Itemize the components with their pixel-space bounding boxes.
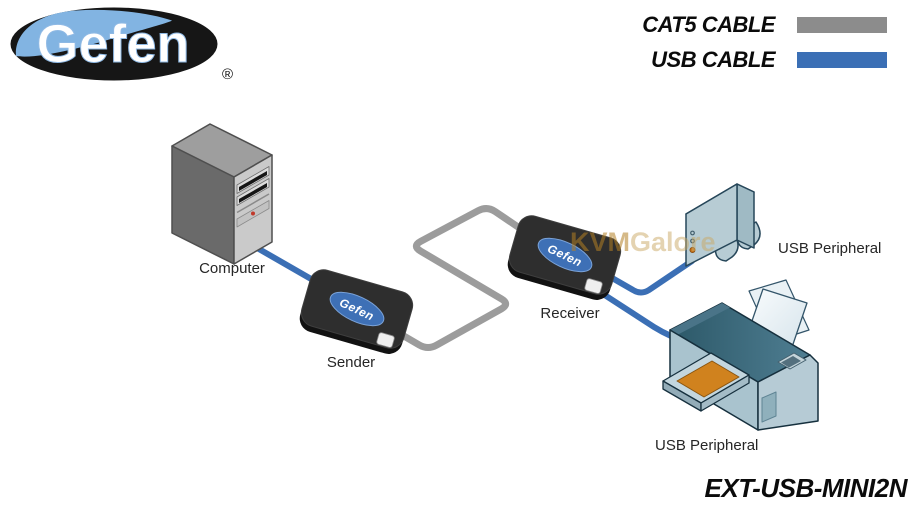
usb-cable-receiver-to-drive [583,258,695,296]
gefen-logo-text: Gefen [36,14,189,74]
drive-power-port [689,247,696,253]
usb-cable-swatch [797,52,887,68]
cat5-cable-sender-to-receiver [381,205,525,352]
gefen-logo: Gefen ® [8,6,240,90]
usb-peripheral-top-label: USB Peripheral [778,240,882,257]
computer-tower [171,123,273,265]
drive-bays [236,166,270,228]
receiver-device: Gefen [503,212,625,304]
legend-label-cat5: CAT5 CABLE [642,12,775,37]
usb-peripheral-printer [662,279,819,431]
computer-label: Computer [199,260,265,277]
usb-peripheral-bottom-label: USB Peripheral [655,437,759,454]
sender-device: Gefen [295,266,417,358]
printer-output-sheet [676,360,740,398]
power-led [251,211,255,216]
cat5-cable-swatch [797,17,887,33]
sender-label: Sender [326,354,376,371]
legend-row-cat5: CAT5 CABLE [642,12,887,38]
cable-legend: CAT5 CABLE USB CABLE [642,12,887,73]
gefen-logo-graphic: Gefen [10,7,218,81]
legend-label-usb: USB CABLE [651,47,775,72]
model-number: EXT-USB-MINI2N [704,473,908,503]
receiver-label: Receiver [540,305,600,322]
printer-side-slot [761,391,777,423]
gefen-logo-swoosh [15,9,172,57]
registered-trademark: ® [222,66,234,83]
usb-peripheral-drive [685,183,761,267]
legend-row-usb: USB CABLE [642,47,887,73]
